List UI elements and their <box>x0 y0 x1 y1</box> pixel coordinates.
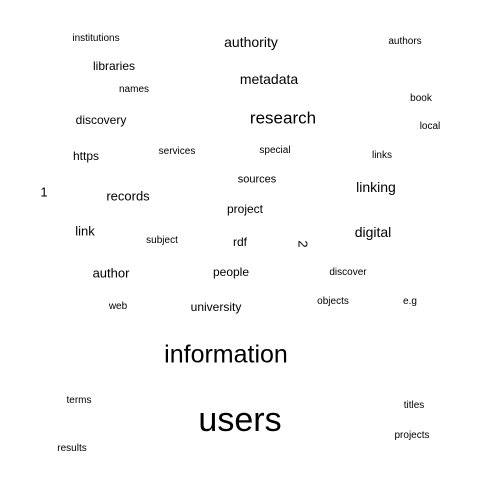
word-project: project <box>226 202 264 216</box>
word-local: local <box>419 121 441 132</box>
word-information: information <box>164 340 288 369</box>
word-book: book <box>410 93 432 104</box>
word-titles: titles <box>403 400 425 411</box>
word-special: special <box>259 145 291 156</box>
word-link: link <box>75 223 95 239</box>
word-authority: authority <box>224 34 278 50</box>
word-links: links <box>371 150 393 161</box>
word-discover: discover <box>329 267 367 278</box>
word-authors: authors <box>388 36 422 47</box>
word-terms: terms <box>66 395 92 406</box>
word-users: users <box>198 401 282 439</box>
word-people: people <box>212 265 250 279</box>
word-libraries: libraries <box>92 59 136 73</box>
word-services: services <box>158 146 196 157</box>
word-2: 2 <box>295 240 311 248</box>
word-names: names <box>118 84 150 95</box>
word-objects: objects <box>317 296 349 307</box>
word-sources: sources <box>237 173 277 186</box>
word-discovery: discovery <box>75 113 127 127</box>
word-projects: projects <box>394 430 430 441</box>
word-1: 1 <box>40 184 48 200</box>
word-metadata: metadata <box>239 71 299 87</box>
word-https: https <box>72 149 100 163</box>
word-rdf: rdf <box>232 235 248 249</box>
word-author: author <box>92 265 130 281</box>
word-digital: digital <box>354 224 392 240</box>
word-university: university <box>190 300 242 314</box>
word-institutions: institutions <box>72 33 120 44</box>
word-linking: linking <box>356 179 396 195</box>
word-subject: subject <box>146 235 178 246</box>
word-eg: e.g <box>403 296 417 307</box>
word-records: records <box>106 188 150 204</box>
word-research: research <box>249 108 317 128</box>
word-web: web <box>108 301 128 312</box>
word-results: results <box>57 443 87 454</box>
